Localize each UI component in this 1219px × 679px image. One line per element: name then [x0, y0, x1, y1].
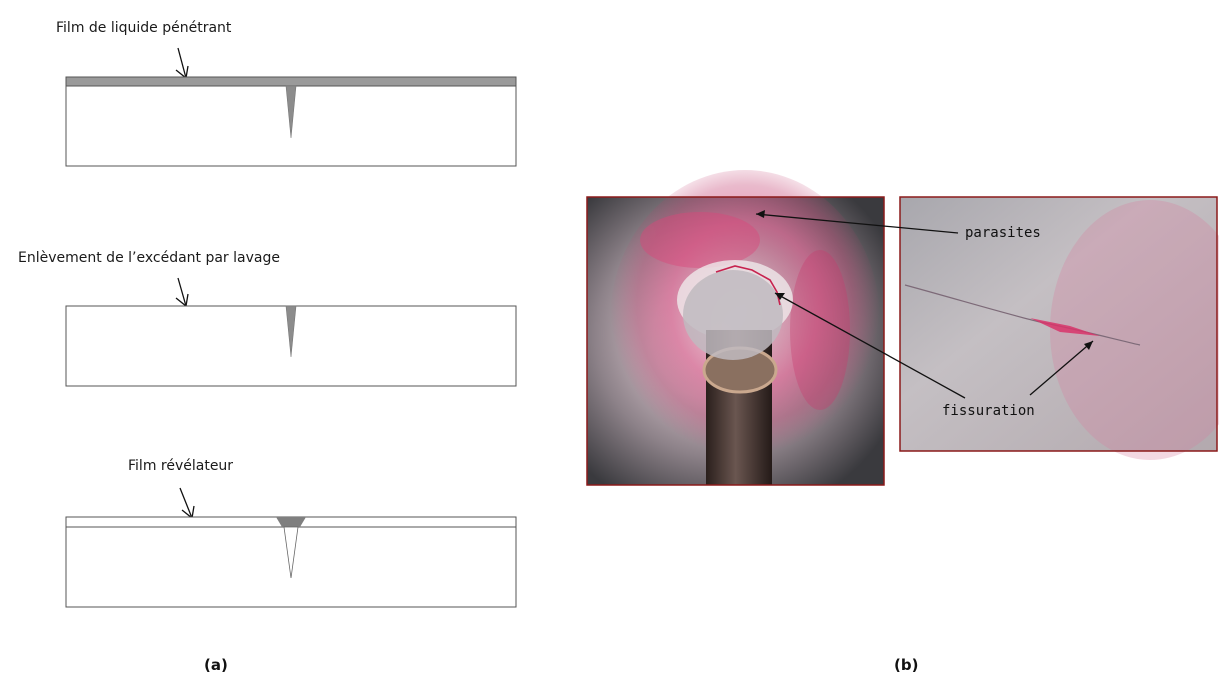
diagram-a: Film de liquide pénétrant Enlèvement de … — [18, 20, 516, 674]
step3-developer: Film révélateur — [66, 458, 516, 607]
photo-nozzle-pink-patch — [640, 212, 760, 268]
photo-closeup — [900, 197, 1219, 460]
photos-b: parasites fissuration (b) — [587, 170, 1219, 674]
step3-label: Film révélateur — [128, 458, 233, 474]
step1-arrow — [178, 48, 186, 78]
step1-penetrant-film: Film de liquide pénétrant — [56, 20, 516, 166]
photo-nozzle-pipe-top — [683, 270, 783, 360]
panel-label-b: (b) — [894, 656, 918, 674]
step1-arrowhead — [176, 66, 188, 78]
step2-arrow — [178, 278, 186, 306]
parasites-label: parasites — [965, 225, 1041, 241]
step2-label: Enlèvement de l’excédant par lavage — [18, 250, 280, 266]
photo-nozzle — [587, 170, 884, 485]
panel-label-a: (a) — [204, 656, 228, 674]
step2-washing: Enlèvement de l’excédant par lavage — [18, 250, 516, 386]
step2-arrowhead — [176, 294, 188, 306]
step1-penetrant-layer — [66, 77, 516, 86]
step1-label: Film de liquide pénétrant — [56, 20, 232, 36]
fissuration-label: fissuration — [942, 403, 1035, 419]
